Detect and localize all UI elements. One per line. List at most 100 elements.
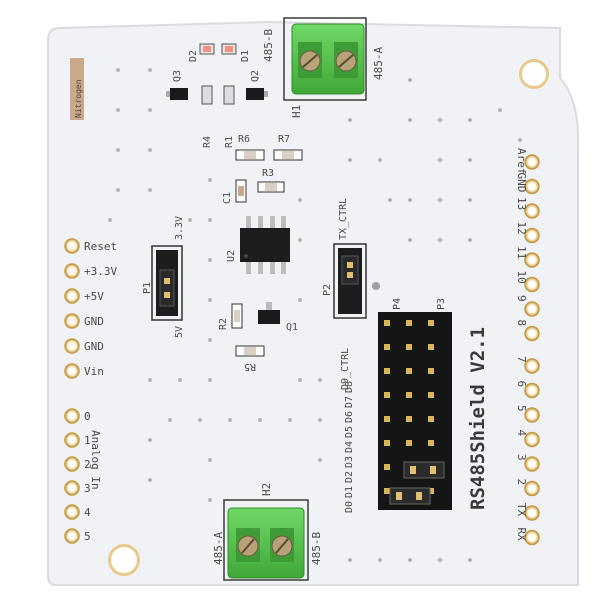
digital-pin-upper-7-center — [529, 330, 535, 337]
via — [116, 68, 120, 72]
header-pin — [406, 416, 412, 422]
signal-label-2: D7 — [344, 396, 355, 408]
label-r1: R1 — [224, 136, 235, 148]
digital-pin-lower-2-center — [529, 412, 535, 418]
via — [378, 558, 382, 562]
resistor-r6 — [235, 149, 265, 161]
digital-pin-upper-label-3: 12 — [515, 222, 528, 235]
terminal-top-label-left: 485-B — [262, 29, 275, 62]
via — [116, 188, 120, 192]
capacitor-c1 — [235, 179, 247, 203]
label-r4: R4 — [202, 136, 213, 148]
digital-pin-lower-label-5: 2 — [515, 479, 528, 486]
digital-pin-upper-label-2: 13 — [515, 197, 528, 210]
digital-pin-lower-label-2: 5 — [515, 405, 528, 412]
transistor-q1 — [258, 302, 280, 324]
label-p2: P2 — [322, 284, 333, 296]
via — [438, 118, 442, 122]
terminal-bottom-label-left: 485-A — [212, 532, 225, 565]
power-pin-2-center — [69, 293, 75, 299]
label-p2-tx-ctrl: TX_CTRL — [338, 198, 349, 240]
board-title: RS485Shield V2.1 — [467, 327, 489, 510]
label-p1: P1 — [142, 282, 153, 294]
via — [298, 298, 302, 302]
header-pin — [384, 320, 390, 326]
via — [408, 78, 412, 82]
digital-pin-upper-label-4: 11 — [515, 246, 528, 259]
transistor-q3 — [166, 88, 188, 100]
resistor-top-a — [201, 85, 213, 105]
via — [298, 378, 302, 382]
via — [388, 198, 392, 202]
analog-pin-label-2: 2 — [84, 458, 91, 471]
via — [208, 498, 212, 502]
digital-pin-upper-4-center — [529, 257, 535, 263]
power-pin-3-center — [69, 318, 75, 324]
via — [148, 108, 152, 112]
digital-pin-lower-label-4: 3 — [515, 454, 528, 461]
resistor-r5 — [235, 345, 265, 357]
power-pin-4-center — [69, 343, 75, 349]
analog-pin-label-3: 3 — [84, 482, 91, 495]
signal-label-5: D4 — [344, 441, 355, 453]
via — [468, 198, 472, 202]
terminal-block-bottom — [223, 499, 309, 581]
header-pin — [384, 488, 390, 494]
resistor-r3 — [257, 181, 285, 193]
digital-pin-upper-label-0: Aref — [515, 148, 528, 175]
digital-pin-lower-label-0: 7 — [515, 356, 528, 363]
via — [298, 238, 302, 242]
via — [148, 68, 152, 72]
digital-pin-lower-4-center — [529, 461, 535, 467]
digital-pin-lower-7-center — [529, 534, 535, 541]
via — [438, 238, 442, 242]
power-pin-label-5: Vin — [84, 365, 104, 378]
via — [408, 118, 412, 122]
power-pin-label-0: Reset — [84, 240, 117, 253]
header-pin — [384, 344, 390, 350]
jumper-p1[interactable] — [151, 245, 183, 321]
analog-pin-label-4: 4 — [84, 506, 91, 519]
via — [116, 108, 120, 112]
label-q2: Q2 — [250, 70, 261, 82]
via — [438, 158, 442, 162]
via — [298, 198, 302, 202]
power-pin-label-3: GND — [84, 315, 104, 328]
header-jumper-cap-2[interactable] — [389, 487, 431, 505]
via — [438, 558, 442, 562]
terminal-bottom-label-right: 485-B — [310, 532, 323, 565]
signal-label-1: D8 — [344, 381, 355, 393]
via — [408, 198, 412, 202]
power-pin-0-center — [69, 243, 75, 249]
header-jumper-cap-1[interactable] — [403, 461, 445, 479]
signal-label-4: D5 — [344, 426, 355, 438]
signal-label-9: D0 — [344, 501, 355, 513]
via — [188, 218, 192, 222]
terminal-top-ref: H1 — [290, 105, 303, 118]
terminal-block-top — [283, 17, 367, 101]
resistor-top-b — [223, 85, 235, 105]
via — [372, 282, 380, 290]
label-p4: P4 — [392, 298, 403, 310]
via — [318, 418, 322, 422]
digital-pin-upper-3-center — [529, 232, 535, 239]
header-pin — [428, 488, 434, 494]
digital-pin-upper-5-center — [529, 281, 535, 288]
jumper-p2[interactable] — [333, 243, 367, 319]
header-pin — [406, 344, 412, 350]
analog-pin-3-center — [69, 485, 75, 491]
signal-label-7: D2 — [344, 471, 355, 483]
analog-pin-4-center — [69, 509, 75, 515]
logo-mark — [70, 58, 84, 120]
digital-pin-lower-label-1: 6 — [515, 381, 528, 388]
header-pin — [384, 416, 390, 422]
label-r7: R7 — [278, 134, 290, 145]
terminal-bottom-ref: H2 — [260, 483, 273, 496]
via — [148, 188, 152, 192]
analog-pin-label-5: 5 — [84, 530, 91, 543]
